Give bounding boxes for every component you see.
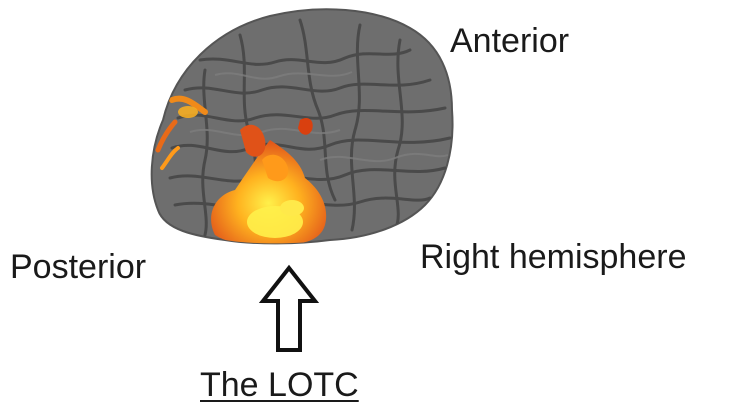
hemisphere-label: Right hemisphere <box>420 240 686 274</box>
region-caption: The LOTC <box>200 368 359 402</box>
up-arrow-icon <box>263 268 315 350</box>
anterior-label: Anterior <box>450 24 569 58</box>
posterior-label: Posterior <box>10 250 146 284</box>
